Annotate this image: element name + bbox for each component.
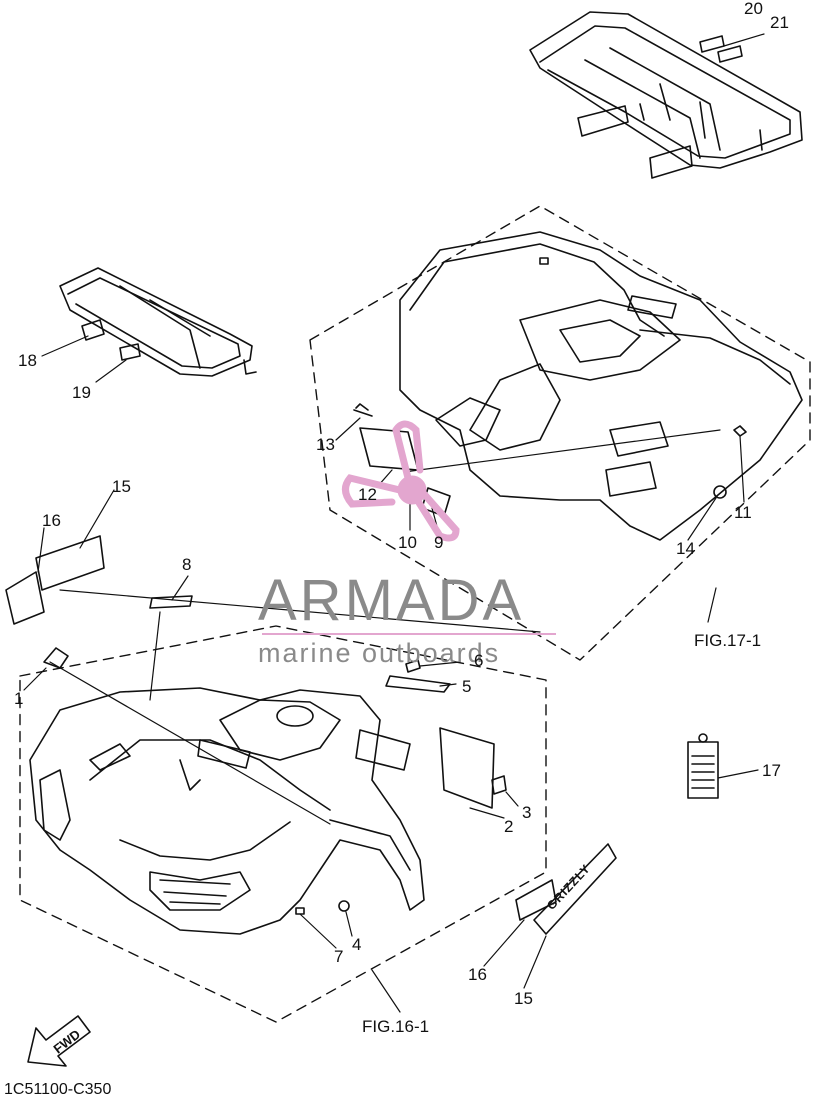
callout-20: 20 xyxy=(744,0,763,18)
front-fender xyxy=(29,687,425,935)
callout-17: 17 xyxy=(762,761,781,780)
callout-19: 19 xyxy=(72,383,91,402)
callout-16-top: 16 xyxy=(42,511,61,530)
fig-ref-rear: FIG.17-1 xyxy=(694,631,762,650)
callout-14: 14 xyxy=(676,539,695,558)
group-boxes xyxy=(19,205,811,1023)
callout-12: 12 xyxy=(358,485,377,504)
caution-tag xyxy=(687,733,719,799)
rear-fender xyxy=(399,231,803,541)
callout-8: 8 xyxy=(182,555,192,574)
callout-3: 3 xyxy=(522,803,532,822)
callout-13: 13 xyxy=(316,435,335,454)
leader-lines xyxy=(23,33,765,1013)
callout-16-bottom: 16 xyxy=(468,965,487,984)
rear-group-box xyxy=(309,205,811,661)
callout-11: 11 xyxy=(734,503,752,522)
callout-9: 9 xyxy=(434,533,444,552)
callout-10: 10 xyxy=(398,533,417,552)
fig-ref-front: FIG.16-1 xyxy=(362,1017,430,1036)
front-fender-parts xyxy=(5,535,507,915)
front-carrier xyxy=(59,267,257,377)
watermark-subtitle: marine outboards xyxy=(258,638,501,668)
callout-7: 7 xyxy=(334,947,344,966)
callout-2: 2 xyxy=(504,817,514,836)
drawing-code: 1C51100-C350 xyxy=(4,1081,112,1098)
callout-4: 4 xyxy=(352,935,362,954)
armada-logo-icon xyxy=(342,420,460,542)
callout-15-top: 15 xyxy=(112,477,131,496)
watermark-title: ARMADA xyxy=(258,568,525,633)
fwd-arrow-icon xyxy=(27,1015,91,1067)
callout-21: 21 xyxy=(770,13,789,32)
front-group-box xyxy=(19,625,547,1023)
callout-6: 6 xyxy=(474,651,484,670)
front-badge-decal xyxy=(515,843,617,935)
callout-1: 1 xyxy=(14,689,24,708)
callout-5: 5 xyxy=(462,677,472,696)
callout-15-bottom: 15 xyxy=(514,989,533,1008)
rear-carrier xyxy=(529,11,803,179)
callout-18: 18 xyxy=(18,351,37,370)
